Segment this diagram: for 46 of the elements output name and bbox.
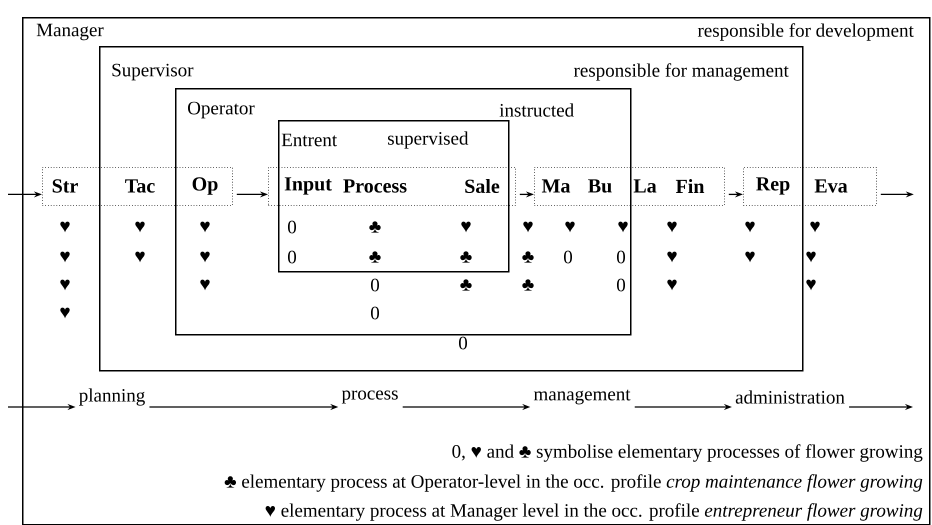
process-symbol: 0 xyxy=(288,250,296,264)
process-symbol: ♣ xyxy=(369,221,381,233)
process-symbol: ♣ xyxy=(522,251,534,263)
dotted-box: Str Tac Op xyxy=(42,167,233,206)
dotted-box: Input Process Sale xyxy=(268,167,516,206)
process-symbol: ♥ xyxy=(806,280,816,290)
box-heading: Manager xyxy=(36,24,104,40)
process-symbol: ♥ xyxy=(60,252,70,262)
process-symbol: ♥ xyxy=(135,252,145,262)
box-heading: Supervisor xyxy=(112,64,194,80)
process-symbol: 0 xyxy=(288,220,296,234)
process-symbol: ♥ xyxy=(60,308,70,318)
process-symbol: ♥ xyxy=(745,252,755,262)
dotted-box: Rep Eva xyxy=(743,167,877,206)
legend-note: ♣ elementary process at Operator-level in the occ. profile crop maintenance flower growing xyxy=(224,474,922,492)
process-symbol: ♥ xyxy=(565,222,575,232)
process-symbol: ♣ xyxy=(460,251,472,263)
box-heading: responsible for management xyxy=(574,63,789,81)
process-symbol: 0 xyxy=(564,250,572,264)
process-symbol: 0 xyxy=(616,278,626,292)
legend-note: 0, ♥ and ♣ symbolise elementary processes of flower growing xyxy=(452,444,922,462)
process-symbol: 0 xyxy=(616,250,626,264)
stage-label: administration xyxy=(736,390,845,404)
process-symbol: ♣ xyxy=(369,251,381,263)
stage-label: planning xyxy=(79,388,145,406)
process-symbol: ♣ xyxy=(522,279,534,291)
box-heading: supervised xyxy=(388,131,468,149)
process-symbol: ♥ xyxy=(745,222,755,232)
process-symbol: ♥ xyxy=(200,252,210,262)
process-symbol: 0 xyxy=(458,336,468,350)
process-symbol: ♥ xyxy=(667,252,677,262)
box-heading: Entrent xyxy=(282,134,338,146)
box-heading: instructed xyxy=(500,103,574,117)
process-symbol: ♥ xyxy=(461,222,471,232)
process-symbol: ♥ xyxy=(667,280,677,290)
process-symbol: ♥ xyxy=(806,252,816,262)
stage-label: process xyxy=(342,390,398,404)
process-symbol: ♥ xyxy=(60,280,70,290)
dotted-box: Ma Bu La Fin xyxy=(534,167,725,206)
process-symbol: ♥ xyxy=(523,222,533,232)
box-heading: responsible for development xyxy=(698,23,914,41)
process-symbol: ♥ xyxy=(200,280,210,290)
box-heading: Operator xyxy=(188,102,255,118)
stage-label: management xyxy=(534,390,630,404)
legend-note: ♥ elementary process at Manager level in the occ. profile entrepreneur flower growing xyxy=(266,503,922,521)
process-symbol: 0 xyxy=(370,306,380,320)
